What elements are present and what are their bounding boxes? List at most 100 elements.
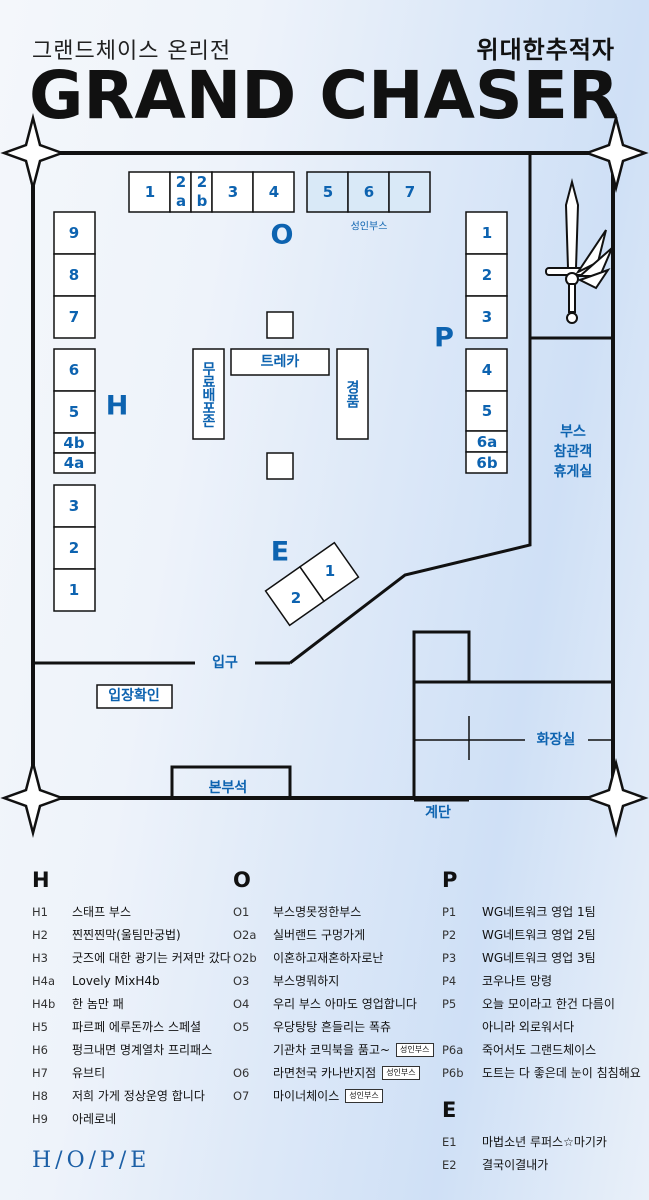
- legend-code: H4b: [32, 996, 56, 1011]
- legend-booth-name: 펑크내면 명계열차 프리패스: [72, 1043, 213, 1057]
- legend-row: O2b 이혼하고재혼하자로난: [233, 946, 438, 969]
- legend-e-heading: E: [442, 1098, 457, 1122]
- pillar: [266, 311, 294, 339]
- ticket-check-box: [96, 684, 173, 709]
- rest-area-line2: 참관객: [554, 443, 593, 460]
- legend-code: O1: [233, 904, 250, 919]
- legend-booth-name: 스태프 부스: [72, 905, 132, 919]
- booth-h9: 9: [69, 224, 79, 242]
- legend-booth-name: 도트는 다 좋은데 눈이 침침해요: [482, 1066, 641, 1080]
- entrance-label: 입구: [212, 655, 238, 671]
- legend-booth-name: Lovely MixH4b: [72, 973, 160, 988]
- booth-h7: 7: [69, 308, 79, 326]
- legend-booth-name: 이혼하고재혼하자로난: [273, 951, 384, 965]
- legend-row: 아니라 외로워서다: [442, 1015, 642, 1038]
- rest-area-line1: 부스: [560, 424, 586, 440]
- legend-code: O4: [233, 996, 250, 1011]
- legend-code: O5: [233, 1019, 250, 1034]
- booth-e2: 2: [291, 589, 301, 607]
- legend-booth-name: 유브티: [72, 1066, 106, 1080]
- hope-logo: H/O/P/E: [32, 1148, 151, 1173]
- adult-booth-tag: 성인부스: [396, 1042, 434, 1057]
- legend-row: 기관차 코믹북을 품고~ 성인부스: [233, 1038, 438, 1061]
- legend-booth-name: 아레로네: [72, 1112, 117, 1126]
- legend-booth-name: WG네트워크 영업 3팀: [482, 951, 596, 965]
- booth-h4b: 4b: [63, 434, 84, 452]
- booth-h2: 2: [69, 539, 79, 557]
- booth-p6a: 6a: [477, 433, 498, 451]
- legend-booth-name: 실버랜드 구멍가게: [273, 928, 366, 942]
- legend-code: O6: [233, 1065, 250, 1080]
- booth-h1: 1: [69, 581, 79, 599]
- legend-code: H7: [32, 1065, 48, 1080]
- legend-booth-name: 우당탕탕 흔들리는 폭츄: [273, 1020, 392, 1034]
- legend-booth-name: 찐찐찐막(울팀만궁법): [72, 928, 181, 942]
- legend-o-heading: O: [233, 868, 251, 892]
- legend-row: P6a 죽어서도 그랜드체이스: [442, 1038, 642, 1061]
- legend-booth-name: 죽어서도 그랜드체이스: [482, 1043, 597, 1057]
- legend-code: O3: [233, 973, 250, 988]
- legend-code: H1: [32, 904, 48, 919]
- legend-booth-name: 라면천국 카나반지점: [273, 1066, 377, 1080]
- legend-booth-name: 우리 부스 아마도 영업합니다: [273, 997, 417, 1011]
- legend-code: P5: [442, 996, 457, 1011]
- legend-code: H6: [32, 1042, 48, 1057]
- p-booths: 1 2 3 4 5 6a 6b: [465, 211, 508, 474]
- legend-code: H3: [32, 950, 48, 965]
- legend-p-heading: P: [442, 868, 458, 892]
- stairs-label: 계단: [425, 804, 451, 821]
- subtitle: 그랜드체이스 온리전: [32, 39, 232, 64]
- legend-code: P2: [442, 927, 457, 942]
- h-booths: 9 8 7 6 5 4b 4a 3 2 1: [53, 211, 96, 612]
- legend-code: O2b: [233, 950, 257, 965]
- legend-row: H3 굿즈에 대한 광기는 커져만 갔다: [32, 946, 232, 969]
- booth-h8: 8: [69, 266, 79, 284]
- legend-booth-name: 부스명뭐하지: [273, 974, 340, 988]
- legend-code: H8: [32, 1088, 48, 1103]
- legend-booth-name: 결국이결내가: [482, 1158, 549, 1172]
- legend-h-heading: H: [32, 868, 50, 892]
- booth-h5: 5: [69, 403, 79, 421]
- zone-p: P: [434, 323, 454, 354]
- main-desk-label: 본부석: [209, 780, 248, 796]
- event-name: 위대한추적자: [476, 36, 615, 64]
- legend-code: P6a: [442, 1042, 464, 1057]
- legend-code: H9: [32, 1111, 48, 1126]
- legend-row: P4 코우나트 망령: [442, 969, 642, 992]
- booth-o5: 5: [323, 183, 333, 201]
- legend-booth-name: 코우나트 망령: [482, 974, 553, 988]
- restroom-label: 화장실: [537, 731, 576, 748]
- legend-booth-name: 기관차 코믹북을 품고~: [273, 1043, 391, 1057]
- zone-o: O: [271, 220, 294, 251]
- zone-e: E: [271, 537, 289, 568]
- legend-code: P4: [442, 973, 457, 988]
- legend-row: H6 펑크내면 명계열차 프리패스: [32, 1038, 232, 1061]
- booth-o2b-num: 2: [197, 173, 207, 191]
- outer-wall: [31, 151, 615, 800]
- booth-p3: 3: [482, 308, 492, 326]
- booth-o7: 7: [405, 183, 415, 201]
- legend-booth-name: 마법소년 루퍼스☆마기카: [482, 1135, 607, 1149]
- booth-o6: 6: [364, 183, 374, 201]
- legend-code: H4a: [32, 973, 56, 988]
- main-title-text: GRAND CHASER: [29, 64, 619, 126]
- booth-o2a-letter: a: [176, 192, 186, 210]
- legend-booth-name: WG네트워크 영업 2팀: [482, 928, 596, 942]
- adult-booth-tag: 성인부스: [345, 1088, 383, 1103]
- free-distribution-zone: [192, 348, 225, 440]
- booth-p2: 2: [482, 266, 492, 284]
- legend-booth-name: 굿즈에 대한 광기는 커져만 갔다: [72, 951, 231, 965]
